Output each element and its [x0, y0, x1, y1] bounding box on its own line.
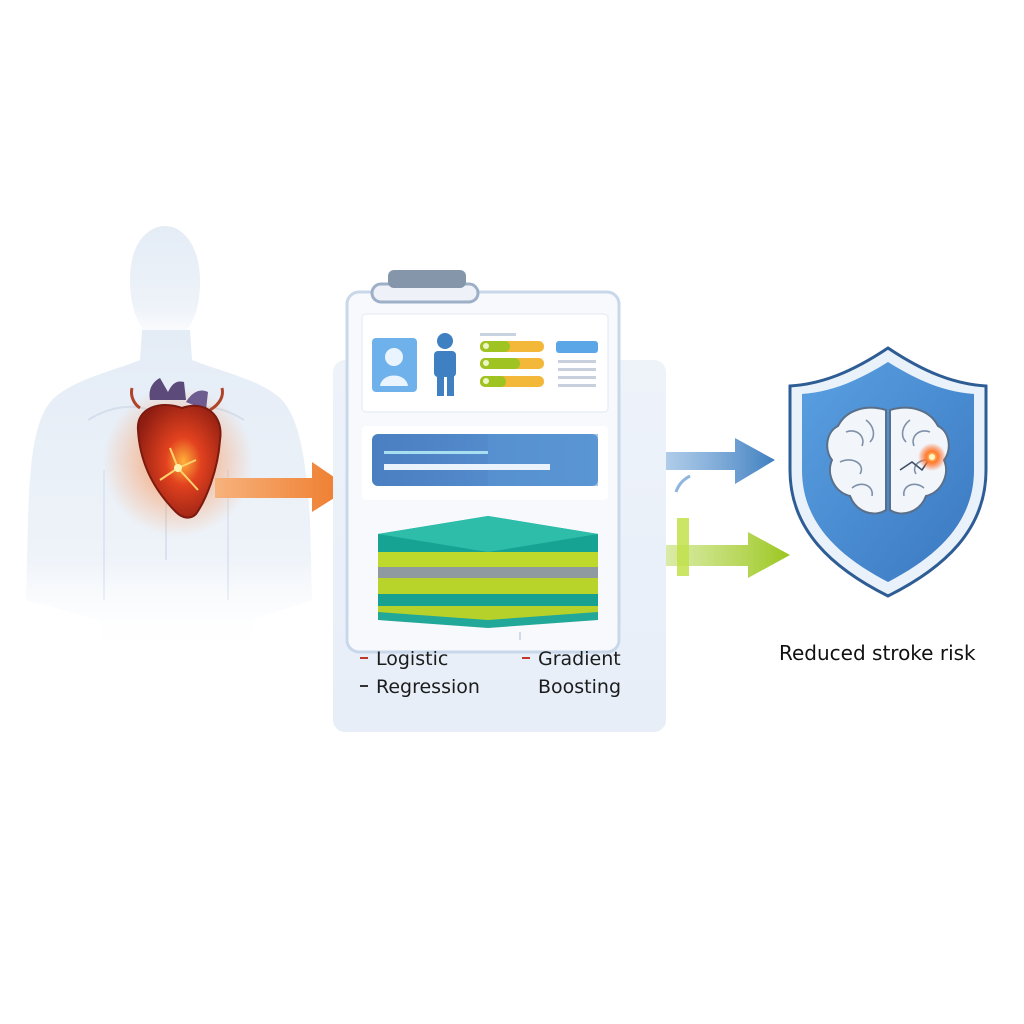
arrow-heart-to-model [215, 462, 350, 512]
list-item: Boosting [522, 673, 621, 701]
bullet-icon [360, 656, 368, 659]
list-item: Gradient [522, 645, 621, 673]
outcome-label: Reduced stroke risk [779, 641, 976, 665]
user-photo-icon [372, 338, 417, 392]
list-item: Regression [360, 673, 480, 701]
bullet-icon [522, 685, 530, 687]
list-item: Logistic [360, 645, 480, 673]
person-icon [434, 333, 456, 396]
model-list-left: Logistic Regression [360, 645, 480, 701]
bullet-icon [360, 684, 368, 687]
arrow-model-to-outcome-blue [598, 438, 775, 484]
bullet-icon [522, 656, 530, 659]
model-list-right: Gradient Boosting [522, 645, 621, 701]
arrow-model-to-outcome-green [598, 532, 790, 578]
